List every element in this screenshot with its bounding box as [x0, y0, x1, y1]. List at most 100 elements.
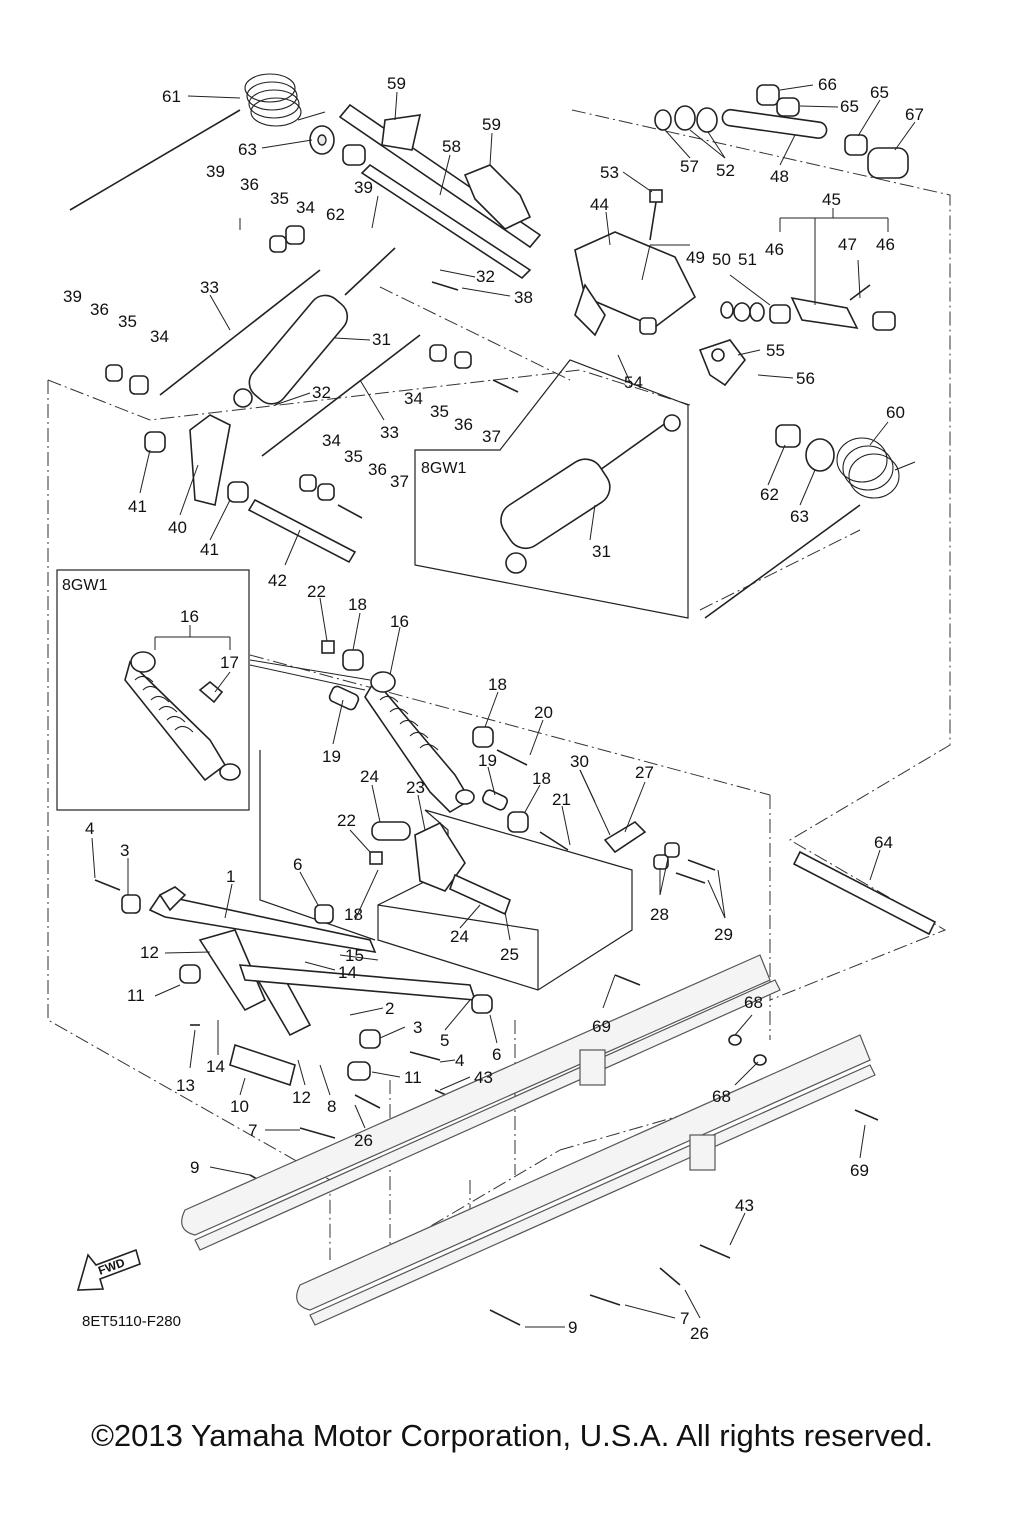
copyright-notice: ©2013 Yamaha Motor Corporation, U.S.A. A… — [91, 1418, 933, 1453]
callout-30: 30 — [570, 752, 589, 771]
callout-47: 47 — [838, 235, 857, 254]
callout-35: 35 — [270, 189, 289, 208]
callout-29: 29 — [714, 925, 733, 944]
callout-42: 42 — [268, 571, 287, 590]
spring-60 — [704, 437, 916, 619]
collars-65-66-67 — [756, 84, 909, 179]
callout-36: 36 — [454, 415, 473, 434]
callout-39: 39 — [63, 287, 82, 306]
callout-15: 15 — [345, 946, 364, 965]
spring-stopper-63 — [309, 125, 335, 155]
callout-3: 3 — [120, 841, 129, 860]
callout-27: 27 — [635, 763, 654, 782]
callout-2: 2 — [385, 999, 394, 1018]
callout-39: 39 — [206, 162, 225, 181]
callout-22: 22 — [307, 582, 326, 601]
bolt-53 — [649, 189, 663, 241]
callout-32: 32 — [312, 383, 331, 402]
callout-63: 63 — [790, 507, 809, 526]
callout-22: 22 — [337, 811, 356, 830]
callout-21: 21 — [552, 790, 571, 809]
callout-43: 43 — [474, 1068, 493, 1087]
callout-44: 44 — [590, 195, 609, 214]
callout-36: 36 — [90, 300, 109, 319]
fwd-arrow-icon: FWD — [76, 1248, 141, 1291]
callout-53: 53 — [600, 163, 619, 182]
callout-33: 33 — [200, 278, 219, 297]
adjuster-cam-55 — [698, 339, 747, 387]
callout-28: 28 — [650, 905, 669, 924]
collar-62-stopper-63-right — [775, 424, 835, 472]
shock-absorber-16 — [364, 671, 475, 814]
callout-35: 35 — [344, 447, 363, 466]
callout-41: 41 — [200, 540, 219, 559]
callout-11: 11 — [127, 986, 145, 1005]
callout-13: 13 — [176, 1076, 195, 1095]
callout-18: 18 — [348, 595, 367, 614]
slide-rails — [181, 954, 876, 1326]
callout-60: 60 — [886, 403, 905, 422]
callout-66: 66 — [818, 75, 837, 94]
callout-59: 59 — [482, 115, 501, 134]
callout-24: 24 — [450, 927, 469, 946]
damper-31 — [233, 247, 396, 408]
spring-guide-59 — [381, 114, 532, 230]
callout-labels: 61 59 59 63 58 66 65 65 67 57 52 48 39 3… — [63, 74, 924, 1343]
callout-23: 23 — [406, 778, 425, 797]
callout-32: 32 — [476, 267, 495, 286]
link-27-collars-28-bolts-29-30 — [496, 749, 716, 884]
arm-23-shaft-24-25 — [371, 821, 512, 916]
callout-65: 65 — [840, 97, 859, 116]
callout-1: 1 — [226, 867, 235, 886]
callout-36: 36 — [240, 175, 259, 194]
callout-16: 16 — [180, 607, 199, 626]
callout-43: 43 — [735, 1196, 754, 1215]
callout-7: 7 — [248, 1121, 257, 1140]
callout-51: 51 — [738, 250, 757, 269]
callout-34: 34 — [322, 431, 341, 450]
callout-20: 20 — [534, 703, 553, 722]
callout-45: 45 — [822, 190, 841, 209]
callout-69: 69 — [850, 1161, 869, 1180]
callout-46: 46 — [765, 240, 784, 259]
callout-18: 18 — [532, 769, 551, 788]
callout-9: 9 — [190, 1158, 199, 1177]
callout-18: 18 — [488, 675, 507, 694]
callout-10: 10 — [230, 1097, 249, 1116]
callout-50: 50 — [712, 250, 731, 269]
callout-34: 34 — [296, 198, 315, 217]
callout-26: 26 — [354, 1131, 373, 1150]
callout-62: 62 — [760, 485, 779, 504]
callout-68: 68 — [744, 993, 763, 1012]
inset-box-8gw1-damper: 8GW1 — [414, 359, 689, 619]
callout-39: 39 — [354, 178, 373, 197]
washers-49-51 — [720, 301, 765, 322]
callout-63: 63 — [238, 140, 257, 159]
callout-31: 31 — [372, 330, 391, 349]
washers-57-52 — [654, 105, 718, 133]
callout-12: 12 — [140, 943, 159, 962]
rods-33 — [159, 269, 421, 457]
bolts-37-38 — [337, 281, 519, 519]
callout-55: 55 — [766, 341, 785, 360]
callout-54: 54 — [624, 373, 643, 392]
callout-31: 31 — [592, 542, 611, 561]
callout-5: 5 — [440, 1031, 449, 1050]
exploded-parts-diagram: 8GW1 8GW1 — [47, 73, 951, 1343]
torsion-spring-61 — [69, 73, 326, 211]
inset-box-8gw1-shock: 8GW1 — [56, 569, 250, 811]
callout-4: 4 — [85, 819, 94, 838]
callout-67: 67 — [905, 105, 924, 124]
drawing-code: 8ET5110-F280 — [82, 1313, 181, 1330]
callout-37: 37 — [482, 427, 501, 446]
collars-3-5-6-10-11 — [121, 894, 493, 1087]
callout-6: 6 — [293, 855, 302, 874]
callout-9: 9 — [568, 1318, 577, 1337]
callout-61: 61 — [162, 87, 181, 106]
callout-41: 41 — [128, 497, 147, 516]
callout-35: 35 — [118, 312, 137, 331]
shaft-48 — [721, 108, 828, 139]
inset-label: 8GW1 — [62, 577, 107, 594]
front-arm-1 — [148, 886, 477, 1037]
callout-6: 6 — [492, 1045, 501, 1064]
